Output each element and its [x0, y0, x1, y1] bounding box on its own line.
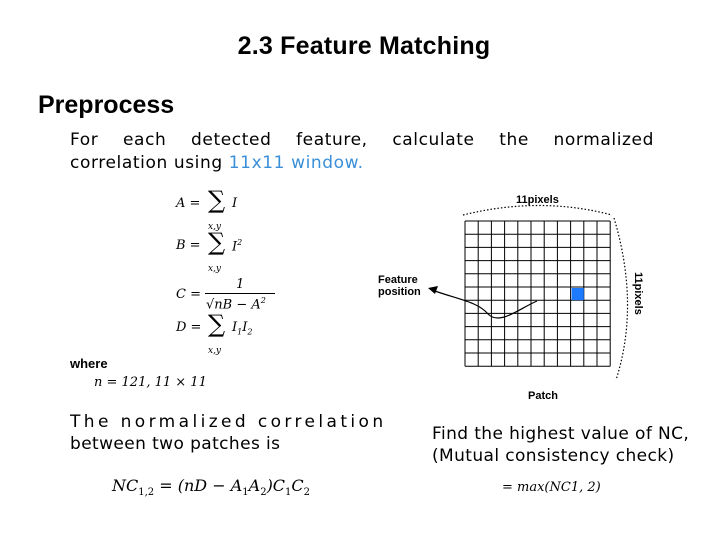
formula-d-sub2: 2: [247, 327, 253, 337]
sum-symbol: ∑: [208, 228, 226, 256]
patch-label: Patch: [528, 390, 558, 402]
nc-eq-sub1: 1: [242, 487, 249, 499]
nc-eq-part1: = (nD − A: [159, 476, 243, 495]
formula-a-lhs: A =: [176, 196, 201, 211]
intro-prefix: correlation using: [70, 153, 223, 173]
formula-d-term1: I: [232, 320, 238, 335]
feature-label-line2: position: [378, 286, 421, 298]
formula-b-sup: 2: [237, 238, 243, 247]
nc-eq-part2: A: [248, 476, 261, 495]
intro-word: normalized: [553, 130, 655, 150]
formula-c-numerator: 1: [236, 277, 245, 292]
n-expression: n = 121, 11 × 11: [94, 375, 207, 390]
nc-eq-lhs: NC: [112, 476, 139, 495]
formula-d-sum: ∑: [208, 312, 225, 336]
grid-top-label: 11pixels: [516, 194, 559, 206]
formula-b-term-base: I: [232, 239, 238, 255]
nc-eq-sub3: 1: [285, 487, 292, 499]
intro-word: detected: [191, 130, 272, 150]
formula-c-sup: 2: [260, 296, 266, 305]
formula-d-term2: I: [242, 320, 248, 335]
feature-label-line1: Feature: [378, 274, 418, 286]
formula-a-under: x,y: [208, 222, 222, 232]
formula-d-under: x,y: [208, 346, 222, 356]
intro-word: For: [70, 130, 99, 150]
section-heading: Preprocess: [38, 91, 175, 119]
nc-eq-sub2: 2: [260, 487, 267, 499]
formula-b-lhs: B =: [176, 238, 201, 253]
formula-d-term: I1I2: [232, 320, 252, 337]
intro-line-1: For each detected feature, calculate the…: [70, 130, 654, 150]
top-brace: [462, 204, 613, 216]
intro-line-2: correlation using 11x11 window.: [70, 153, 364, 173]
fraction-bar: [205, 293, 275, 294]
intro-window-highlight: 11x11 window.: [228, 153, 364, 173]
side-brace: [613, 217, 629, 381]
nc-eq-part4: C: [291, 476, 304, 495]
formula-b-sum: ∑: [208, 230, 225, 254]
nc-eq-sub4: 2: [303, 487, 311, 499]
nc-eq-part3: )C: [266, 476, 286, 495]
patch-grid: [464, 220, 611, 367]
sum-symbol: ∑: [208, 186, 226, 214]
nc-description-line1: The normalized correlation: [70, 412, 387, 432]
formula-c-denominator: √nB − A2: [206, 296, 266, 312]
feature-position-label: Feature position: [378, 274, 421, 298]
where-label: where: [70, 356, 108, 371]
intro-word: the: [499, 130, 529, 150]
sum-symbol: ∑: [208, 310, 226, 338]
formula-a: A =: [176, 196, 200, 211]
formula-d-sub1: 1: [237, 327, 243, 337]
feature-cell: [571, 288, 584, 301]
formula-d-lhs: D =: [176, 320, 202, 335]
intro-word: each: [123, 130, 167, 150]
pointer-arrowhead: [428, 286, 438, 294]
formula-b-term: I2: [232, 238, 242, 254]
find-line2: (Mutual consistency check): [432, 446, 675, 466]
intro-word: calculate: [392, 130, 475, 150]
nc-eq-lhs-sub: 1,2: [138, 487, 155, 499]
intro-word: feature,: [296, 130, 368, 150]
find-line1: Find the highest value of NC,: [432, 424, 690, 444]
formula-c-denominator-base: √nB − A: [206, 297, 261, 313]
slide-title: 2.3 Feature Matching: [237, 32, 491, 60]
formula-a-sum: ∑: [208, 188, 225, 212]
formula-a-term: I: [232, 196, 238, 211]
formula-c-lhs: C =: [176, 287, 201, 302]
nc-equation: NC1,2 = (nD − A1A2)C1C2: [112, 476, 310, 498]
formula-b-under: x,y: [208, 264, 222, 274]
max-equation: = max(NC1, 2): [502, 480, 601, 495]
feature-pointer: [431, 289, 538, 319]
nc-description-line2: between two patches is: [70, 434, 281, 454]
